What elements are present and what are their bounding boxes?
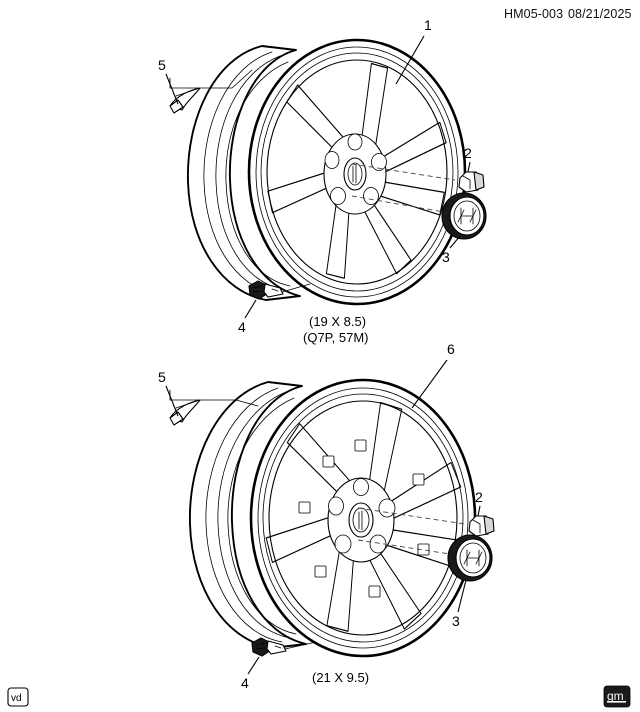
leader-upper-1 [395,35,425,85]
callout-lower-5: 5 [158,369,166,385]
callout-lower-3: 3 [452,613,460,629]
leader-lower-5 [165,385,179,417]
leader-upper-5b [169,69,253,89]
callout-lower-2: 2 [475,489,483,505]
gm-logo-text: gm [607,689,624,703]
lower-caption-size: (21 X 9.5) [312,670,369,685]
lower-lug-nut [468,515,495,537]
upper-center-cap [441,192,487,240]
leader-lower-3 [357,539,451,555]
callout-upper-2: 2 [464,145,472,161]
leader-lower-6 [411,359,448,409]
upper-tpms-valve [248,280,284,300]
callout-lower-4: 4 [241,675,249,691]
lower-tpms-valve [251,637,287,657]
gm-logo: gm [603,685,631,708]
upper-wheel-assembly: 1 5 2 [158,17,487,345]
upper-caption-code: (Q7P, 57M) [303,330,369,345]
lower-balance-weight [169,399,201,426]
leader-lower-2 [357,507,466,525]
leader-lower-2b [477,505,481,517]
leader-upper-3 [351,195,445,213]
callout-lower-6: 6 [447,341,455,357]
leader-upper-3b [449,235,461,249]
lower-wheel-face [249,378,477,658]
upper-balance-weight [169,87,201,114]
leader-upper-2b [467,161,471,173]
corner-code-text: vd [11,693,22,704]
lower-rim-barrel [189,381,307,649]
leader-upper-2 [351,163,456,181]
leader-upper-4 [244,299,257,319]
upper-rim-barrel [187,45,301,301]
sheet-id-text: HM05-003 [504,7,563,21]
corner-code-box: vd [7,687,29,707]
callout-upper-4: 4 [238,319,246,335]
leader-upper-5 [165,73,179,105]
upper-wheel-face [247,38,467,306]
lower-center-cap [447,534,493,582]
leader-lower-4b [284,641,317,650]
upper-lug-nut [458,171,485,193]
leader-lower-3b [457,579,467,613]
leader-lower-4 [247,656,260,675]
lower-rim-notches [298,439,430,598]
leader-lower-5b [169,389,259,407]
callout-upper-5: 5 [158,57,166,73]
leader-upper-4b [281,283,311,293]
sheet-date-text: 08/21/2025 [568,7,632,21]
callout-upper-3: 3 [442,249,450,265]
lower-wheel-assembly: 6 5 2 [158,341,495,691]
upper-caption-size: (19 X 8.5) [309,314,366,329]
callout-upper-1: 1 [424,17,432,33]
